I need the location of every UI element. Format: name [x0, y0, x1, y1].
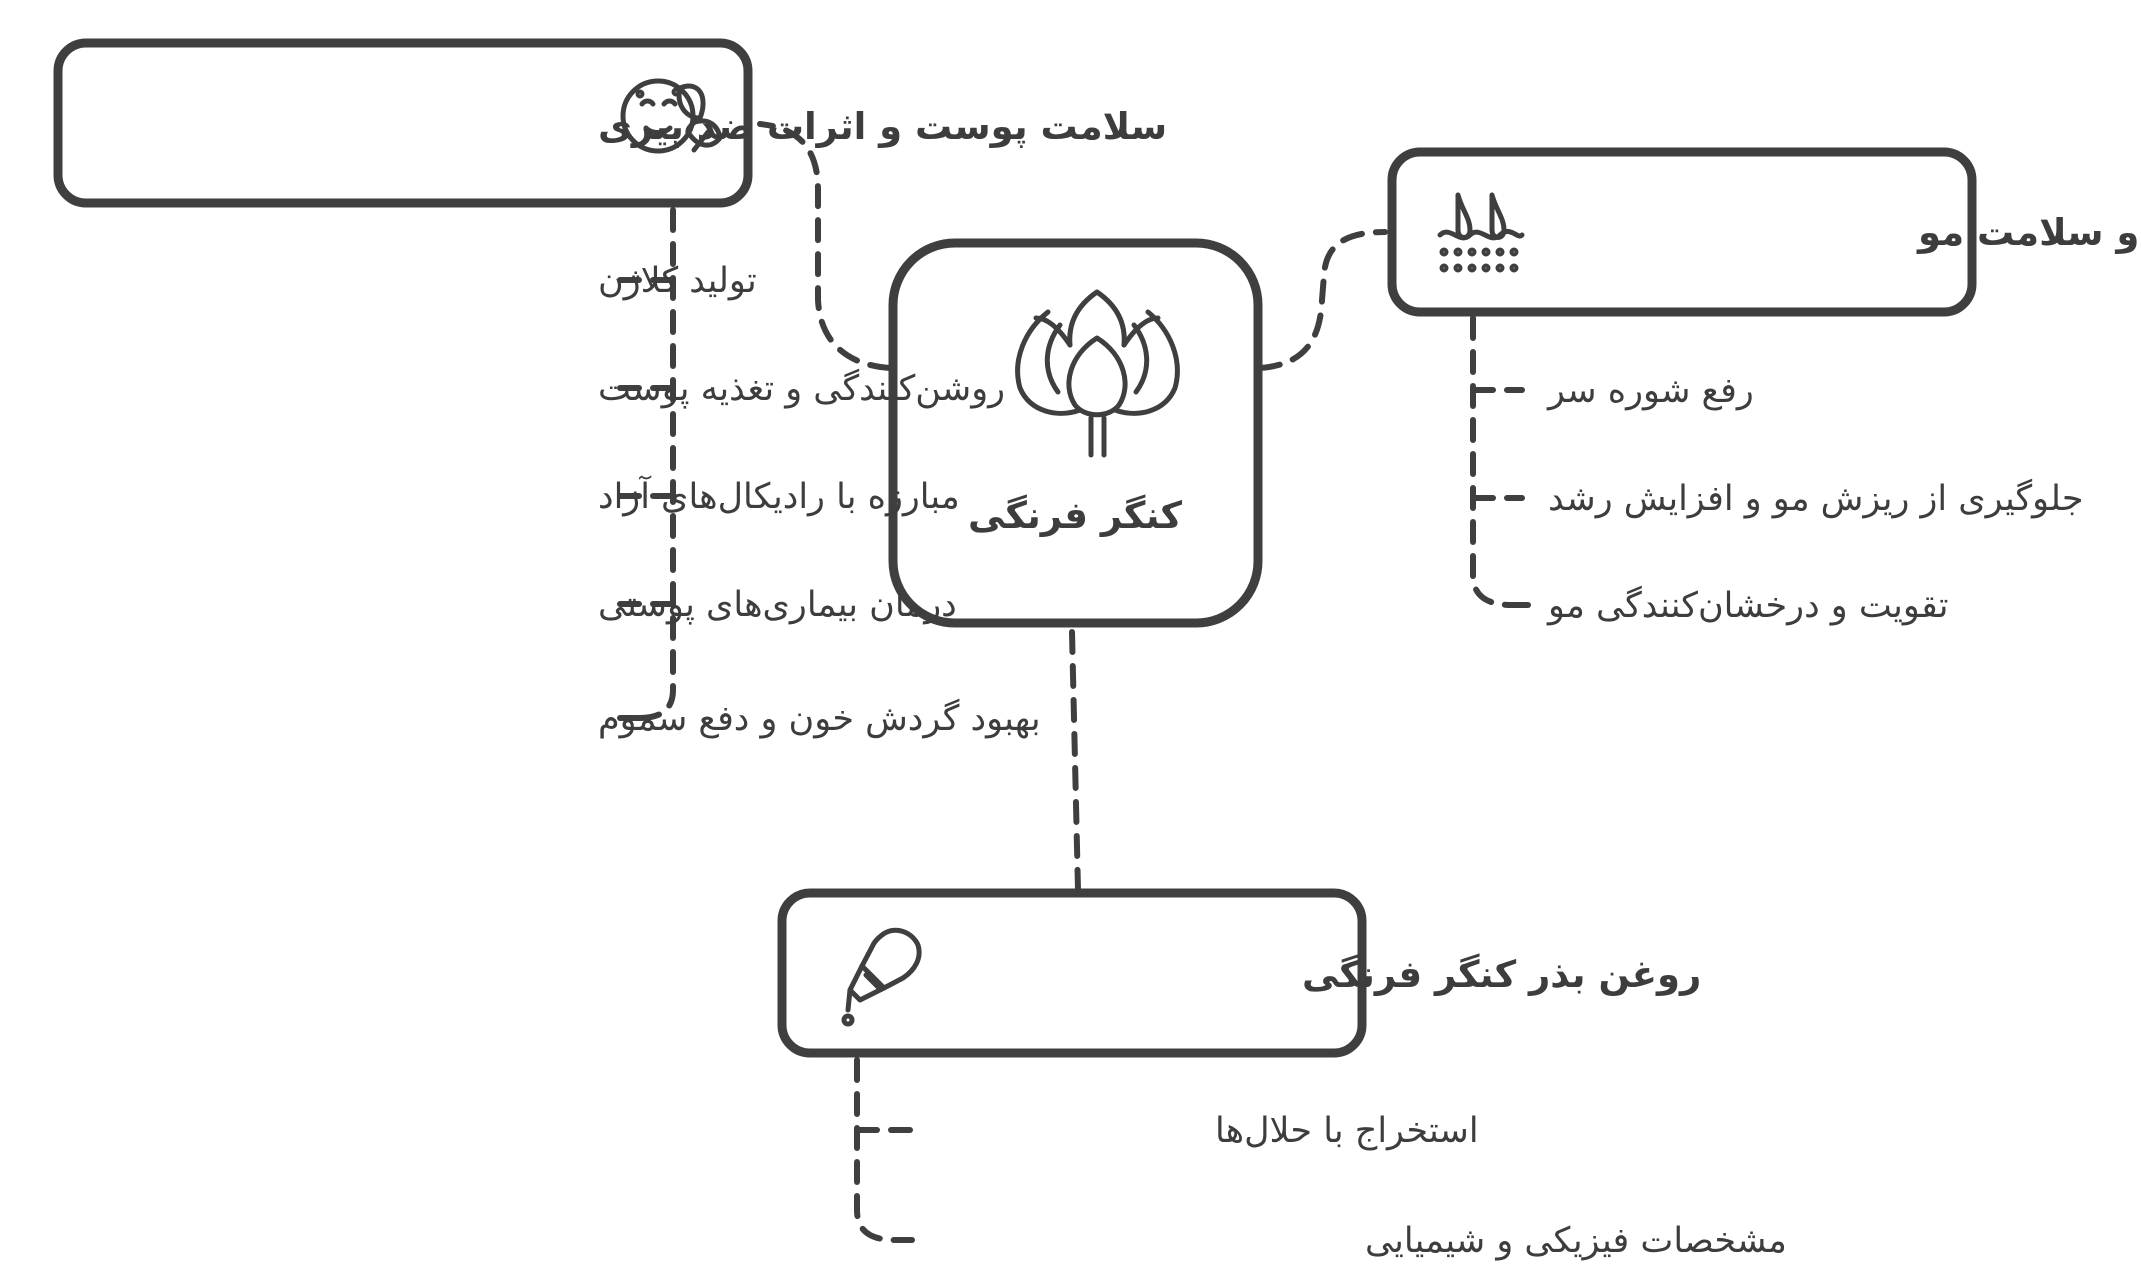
hair-items: رفع شوره سر جلوگیری از ریزش مو و افزایش …	[1546, 371, 2083, 626]
tree-skin-trunk	[637, 207, 676, 721]
branch-skin[interactable]: سلامت پوست و اثرات ضد پیری	[53, 38, 1167, 208]
oil-item-1: استخراج با حلال‌ها	[1215, 1111, 1479, 1151]
branch-skin-title: سلامت پوست و اثرات ضد پیری	[598, 105, 1167, 148]
hair-item-2: جلوگیری از ریزش مو و افزایش رشد	[1548, 478, 2083, 519]
tree-hair-trunk	[1470, 315, 1515, 608]
hair-item-1: رفع شوره سر	[1546, 371, 1754, 411]
skin-items: تولید کلاژن روشن‌کنندگی و تغذیه پوست مبا…	[598, 261, 1041, 739]
branch-oil[interactable]: روغن بذر کنگر فرنگی	[777, 888, 1701, 1058]
oil-dropper-icon	[841, 927, 922, 1027]
branch-oil-title: روغن بذر کنگر فرنگی	[1302, 953, 1701, 996]
connector-central-skin	[757, 121, 893, 371]
artichoke-icon	[1015, 289, 1180, 458]
branch-hair[interactable]: تقویت رشد و سلامت مو	[1387, 147, 2141, 317]
skin-item-4: درمان بیماری‌های پوستی	[598, 585, 957, 625]
central-node[interactable]: کنگر فرنگی	[888, 238, 1263, 628]
skin-item-2: روشن‌کنندگی و تغذیه پوست	[598, 368, 1005, 409]
skin-leaf-icon	[620, 78, 723, 154]
branch-hair-title: تقویت رشد و سلامت مو	[1916, 211, 2141, 254]
connectors	[617, 121, 1531, 1243]
central-node-frame	[888, 238, 1263, 628]
hair-item-3: تقویت و درخشان‌کنندگی مو	[1546, 585, 1948, 626]
branch-oil-frame	[777, 888, 1367, 1058]
tree-oil-trunk	[854, 1057, 898, 1243]
branch-hair-frame	[1387, 147, 1977, 317]
branch-skin-frame	[53, 38, 753, 208]
skin-item-1: تولید کلاژن	[598, 261, 757, 301]
connector-central-hair	[1257, 229, 1388, 371]
connector-central-oil	[1069, 629, 1081, 893]
skin-item-3: مبارزه با رادیکال‌های آزاد	[598, 474, 960, 517]
central-node-label: کنگر فرنگی	[968, 494, 1183, 537]
hair-follicle-icon	[1437, 192, 1525, 273]
oil-item-2: مشخصات فیزیکی و شیمیایی	[1365, 1221, 1787, 1261]
oil-items: استخراج با حلال‌ها مشخصات فیزیکی و شیمیا…	[1215, 1111, 1787, 1261]
skin-item-5: بهبود گردش خون و دفع سموم	[598, 698, 1041, 739]
